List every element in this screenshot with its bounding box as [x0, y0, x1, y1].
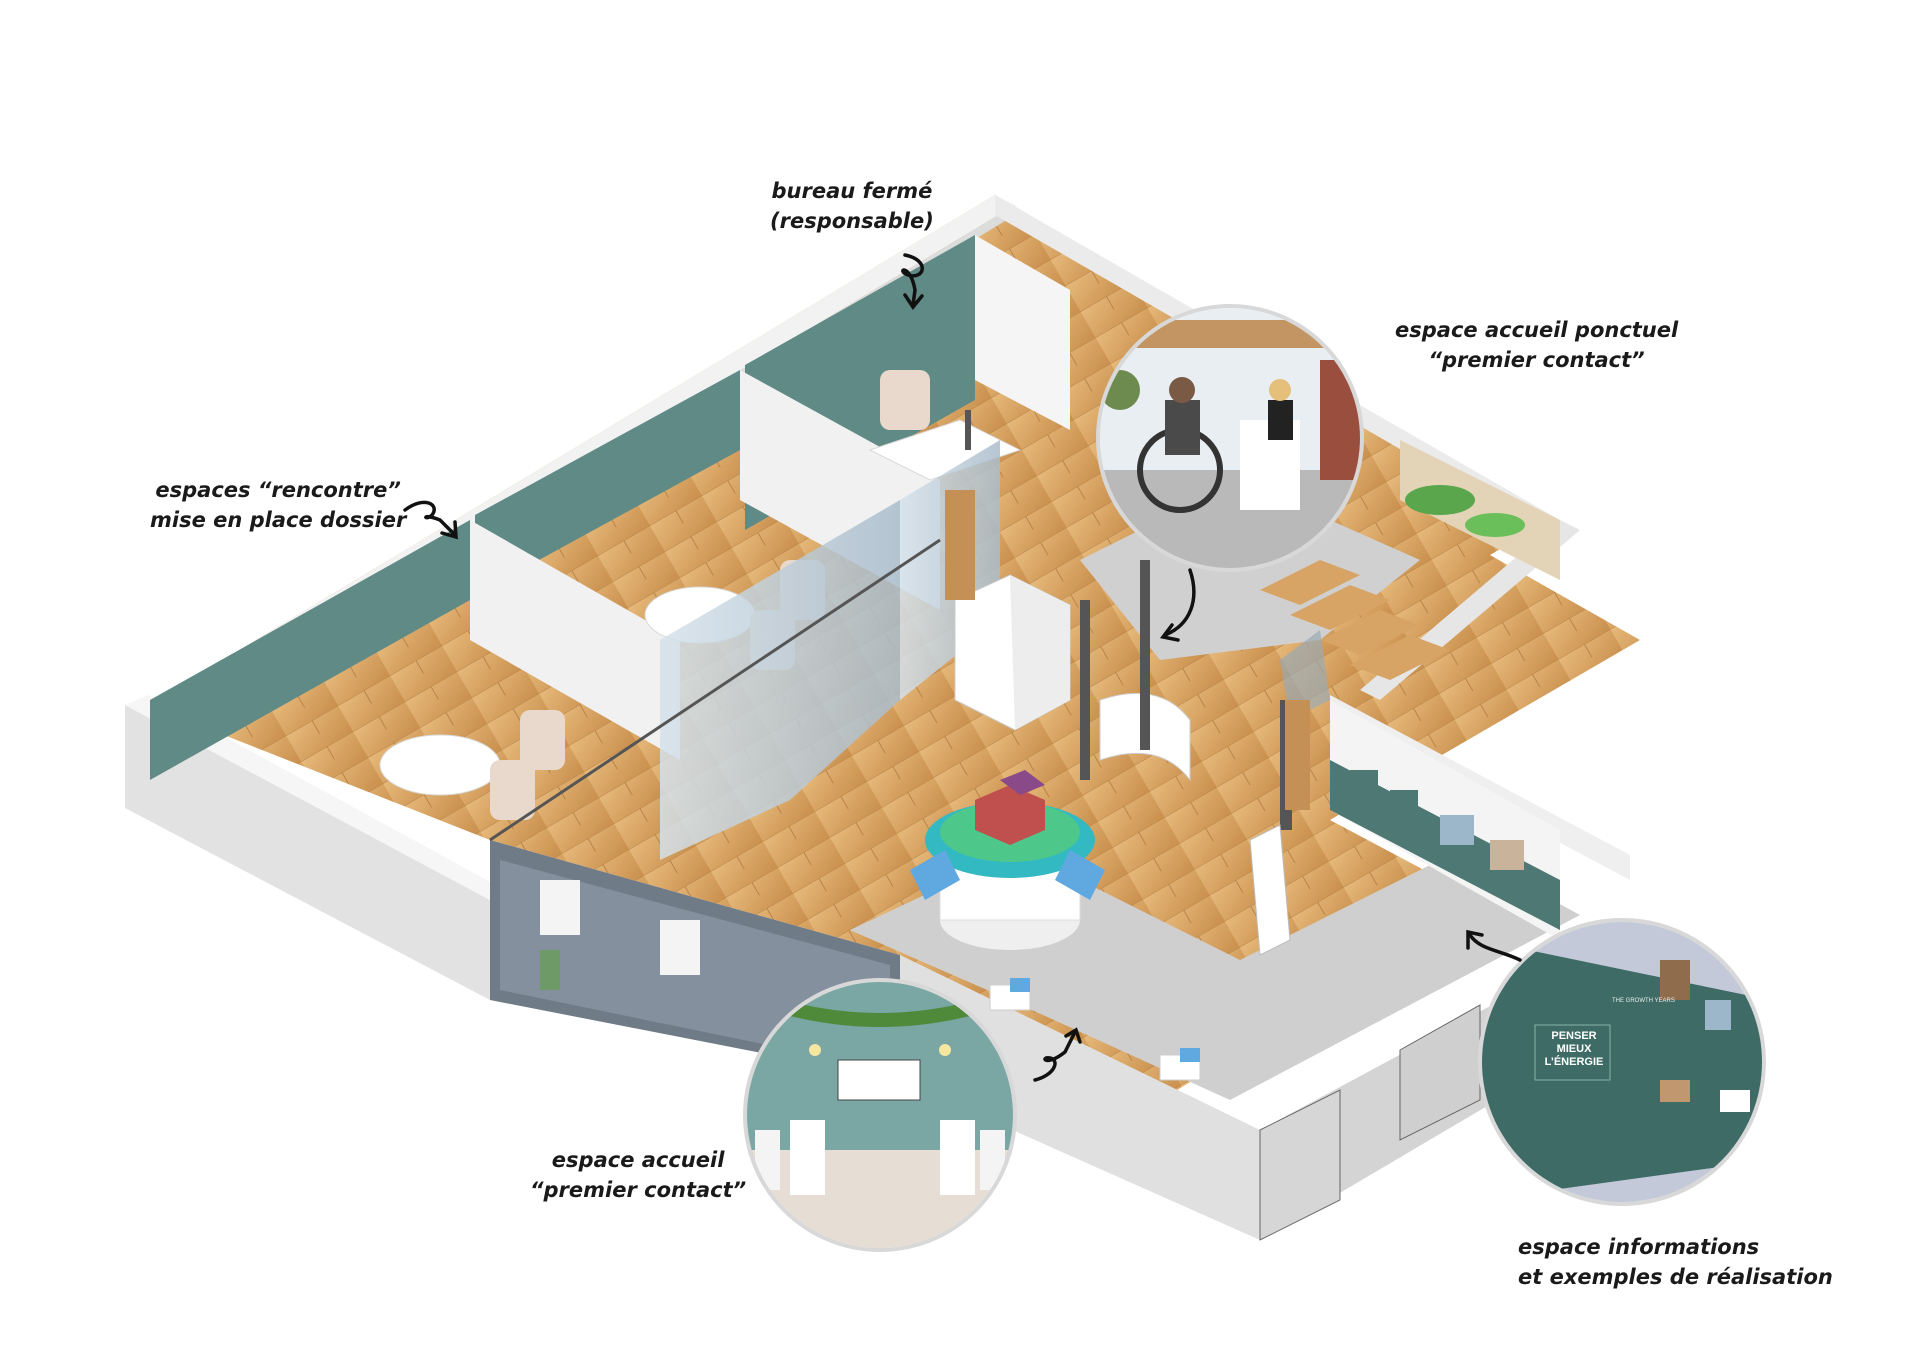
wood-slat-panels — [945, 490, 1310, 810]
storage-cabinets — [954, 574, 1071, 731]
inset-timeline-title: THE GROWTH YEARS — [1612, 998, 1675, 1004]
arrow-accueil-ponctuel — [1163, 568, 1196, 637]
entrance-doors — [1259, 1004, 1481, 1241]
label-rencontre-line2: mise en place dossier — [150, 508, 407, 532]
brochure-stand — [1249, 824, 1291, 956]
meeting-room-1-furniture — [379, 710, 565, 820]
hanging-posters — [540, 880, 700, 990]
arrow-bureau-head — [903, 293, 924, 310]
label-accueil-ponctuel-line1: espace accueil ponctuel — [1395, 318, 1679, 342]
teal-walls — [150, 235, 1070, 780]
central-kiosk — [910, 770, 1105, 950]
label-bureau-line1: bureau fermé — [771, 179, 933, 203]
label-accueil-ponctuel-line2: “premier contact” — [1428, 348, 1645, 372]
label-bureau: bureau fermé (responsable) — [770, 176, 934, 236]
inset-logo-line3: L’ÉNERGIE — [1544, 1056, 1604, 1068]
inset-logo-line2: MIEUX — [1556, 1043, 1592, 1055]
front-desks — [989, 978, 1201, 1081]
label-rencontre-line1: espaces “rencontre” — [155, 478, 401, 502]
label-informations: espace informations et exemples de réali… — [1518, 1232, 1833, 1292]
arrow-bureau — [901, 253, 924, 307]
inset-info-wall — [1478, 918, 1766, 1206]
label-accueil-line2: “premier contact” — [530, 1178, 747, 1202]
arrow-accueil-ponctuel-head — [1159, 623, 1180, 642]
label-rencontre: espaces “rencontre” mise en place dossie… — [150, 475, 406, 535]
arrow-informations — [1468, 933, 1522, 962]
inset-accueil — [743, 978, 1017, 1252]
inset-logo-line1: PENSER — [1551, 1030, 1597, 1042]
office-desk — [868, 370, 1022, 481]
label-informations-line2: et exemples de réalisation — [1518, 1265, 1833, 1289]
label-informations-line1: espace informations — [1518, 1235, 1760, 1259]
info-wall-panels — [1330, 760, 1560, 930]
reception-counter — [1080, 560, 1191, 782]
arrow-rencontre — [403, 500, 457, 537]
annotation-arrows — [403, 253, 1522, 1082]
arrow-accueil — [1033, 1030, 1077, 1082]
label-accueil: espace accueil “premier contact” — [530, 1145, 746, 1205]
inset-logo-text: PENSER MIEUX L’ÉNERGIE — [1538, 1030, 1610, 1069]
arrow-rencontre-head — [440, 520, 458, 540]
stone-plant-wall — [1400, 440, 1560, 580]
arrow-accueil-head — [1064, 1027, 1082, 1044]
arrow-informations-head — [1466, 929, 1484, 950]
label-bureau-line2: (responsable) — [770, 209, 934, 233]
label-accueil-line1: espace accueil — [551, 1148, 725, 1172]
label-accueil-ponctuel: espace accueil ponctuel “premier contact… — [1395, 315, 1678, 375]
